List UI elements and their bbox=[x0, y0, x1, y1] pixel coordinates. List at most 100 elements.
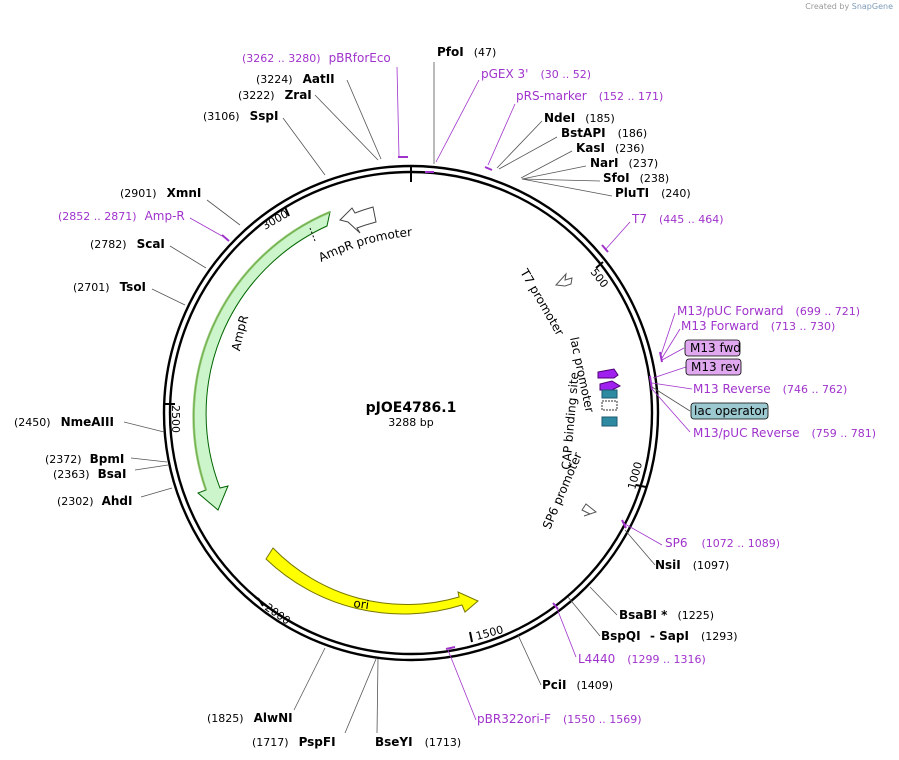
lac-site-box-1[interactable] bbox=[601, 389, 618, 399]
primer-pbr322ori-f[interactable]: pBR322ori-F(1550 .. 1569) bbox=[477, 712, 642, 726]
enzyme-pspfi[interactable]: (1717)PspFI bbox=[252, 735, 336, 749]
enzyme-position: (237) bbox=[629, 157, 659, 170]
enzyme-name: NdeI bbox=[544, 111, 575, 125]
t7-promoter-arrow[interactable] bbox=[554, 272, 573, 287]
enzyme-ahdi[interactable]: (2302)AhdI bbox=[57, 494, 132, 508]
enzyme-name: BsaI bbox=[98, 467, 127, 481]
primer-name: L4440 bbox=[578, 652, 615, 666]
leader-m13-fwd bbox=[661, 328, 681, 359]
backbone bbox=[162, 164, 660, 662]
enzyme-tsoi[interactable]: (2701)TsoI bbox=[73, 280, 146, 294]
site-box-m13-fwd[interactable] bbox=[684, 339, 741, 357]
enzyme-position: (2302) bbox=[57, 495, 94, 508]
leader-sp6 bbox=[624, 523, 663, 546]
enzyme-pcii[interactable]: PciI(1409) bbox=[542, 678, 613, 692]
enzyme-bsabi[interactable]: BsaBI *(1225) bbox=[619, 608, 714, 622]
enzyme-name: BseYI bbox=[375, 735, 413, 749]
leader-scai bbox=[169, 245, 207, 269]
sp6-promoter-arrow[interactable] bbox=[581, 503, 598, 517]
enzyme-position: (186) bbox=[618, 127, 648, 140]
enzyme-scai[interactable]: (2782)ScaI bbox=[90, 237, 165, 251]
enzyme-pfoi[interactable]: PfoI(47) bbox=[437, 45, 496, 59]
enzyme-xmni[interactable]: (2901)XmnI bbox=[120, 186, 201, 200]
enzyme-position: (240) bbox=[661, 187, 691, 200]
enzyme-labels: PfoI(47) NdeI(185) BstAPI (186) KasI(236)… bbox=[14, 45, 738, 749]
tick-label-3000: 3000 bbox=[260, 207, 291, 232]
cap-site-box[interactable] bbox=[601, 416, 618, 427]
tick-mark-3000 bbox=[284, 206, 290, 217]
tick-mark-1500 bbox=[469, 631, 473, 643]
enzyme-position: (3222) bbox=[238, 89, 275, 102]
lac-site-arrow-2[interactable] bbox=[599, 380, 622, 391]
primer-mark-pbr322ori[interactable] bbox=[445, 646, 456, 650]
enzyme-bpmi[interactable]: (2372)BpmI bbox=[45, 452, 124, 466]
primer-mark-prs-marker[interactable] bbox=[484, 166, 493, 171]
primer-m13-forward[interactable]: M13 Forward(713 .. 730) bbox=[681, 319, 835, 333]
enzyme-bsai[interactable]: (2363)BsaI bbox=[53, 467, 126, 481]
enzyme-sapi[interactable]: - SapI(1293) bbox=[650, 629, 738, 643]
leader-bsabi bbox=[589, 586, 618, 616]
enzyme-name: BstAPI bbox=[561, 126, 606, 140]
primer-mark-t7[interactable] bbox=[601, 244, 609, 253]
enzyme-sfoi[interactable]: SfoI(238) bbox=[603, 171, 669, 185]
leader-pluti bbox=[521, 178, 613, 197]
primer-l4440[interactable]: L4440 (1299 .. 1316) bbox=[578, 652, 706, 666]
primer-sp6[interactable]: SP6(1072 .. 1089) bbox=[665, 536, 780, 550]
enzyme-bstapi[interactable]: BstAPI (186) bbox=[561, 126, 647, 140]
primer-range: (445 .. 464) bbox=[659, 213, 724, 226]
primer-m13-puc-forward[interactable]: M13/pUC Forward(699 .. 721) bbox=[677, 304, 860, 318]
primer-mark-ampr[interactable] bbox=[221, 234, 230, 242]
enzyme-nmeaiii[interactable]: (2450)NmeAIII bbox=[14, 415, 114, 429]
primer-range: (759 .. 781) bbox=[812, 427, 877, 440]
enzyme-name: BpmI bbox=[90, 452, 125, 466]
leader-m13-rev-box bbox=[652, 366, 687, 379]
primer-t7[interactable]: T7(445 .. 464) bbox=[631, 212, 724, 226]
primer-pgex3[interactable]: pGEX 3'(30 .. 52) bbox=[481, 67, 591, 81]
enzyme-pluti[interactable]: PluTI(240) bbox=[615, 186, 691, 200]
leader-aatii bbox=[346, 79, 382, 160]
enzyme-bseyi[interactable]: BseYI(1713) bbox=[375, 735, 461, 749]
enzyme-name: NsiI bbox=[655, 558, 681, 572]
enzyme-bspqi[interactable]: BspQI bbox=[601, 629, 641, 643]
enzyme-aatii[interactable]: (3224)AatII bbox=[256, 72, 335, 86]
enzyme-kasi[interactable]: KasI(236) bbox=[576, 141, 645, 155]
ori-arrow[interactable] bbox=[265, 547, 479, 615]
lac-site-arrow-1[interactable] bbox=[597, 368, 619, 379]
primer-m13-reverse[interactable]: M13 Reverse(746 .. 762) bbox=[693, 382, 847, 396]
leader-bstapi bbox=[498, 136, 558, 170]
primer-range: (2852 .. 2871) bbox=[58, 210, 137, 223]
primer-m13-puc-reverse[interactable]: M13/pUC Reverse(759 .. 781) bbox=[693, 426, 876, 440]
primer-mark-m13-rev[interactable] bbox=[649, 375, 653, 391]
enzyme-alwni[interactable]: (1825)AlwNI bbox=[207, 711, 293, 725]
enzyme-position: (47) bbox=[474, 46, 497, 59]
primer-name: pBRforEco bbox=[329, 51, 391, 65]
t7-promoter-label: T7 promoter bbox=[517, 266, 567, 338]
enzyme-zrai[interactable]: (3222)ZraI bbox=[238, 88, 312, 102]
primer-range: (1299 .. 1316) bbox=[627, 653, 706, 666]
primer-amp-r[interactable]: (2852 .. 2871) Amp-R bbox=[58, 209, 185, 223]
site-box-lac-operator-label: lac operator bbox=[694, 404, 767, 418]
ampr-label-path: AmpR bbox=[229, 313, 251, 352]
primer-range: (1072 .. 1089) bbox=[702, 537, 781, 550]
primer-mark-m13-puc-fwd[interactable] bbox=[659, 351, 663, 363]
leader-bspqi bbox=[567, 596, 601, 637]
enzyme-name: ScaI bbox=[137, 237, 165, 251]
primer-name: M13/pUC Forward bbox=[677, 304, 784, 318]
primer-pbrforeco[interactable]: (3262 .. 3280)pBRforEco bbox=[242, 51, 391, 65]
enzyme-nari[interactable]: NarI(237) bbox=[590, 156, 658, 170]
enzyme-sspi[interactable]: (3106)SspI bbox=[203, 109, 278, 123]
site-box-m13-rev[interactable] bbox=[685, 358, 742, 376]
enzyme-position: (3106) bbox=[203, 110, 240, 123]
enzyme-name: BsaBI * bbox=[619, 608, 668, 622]
enzyme-position: (2450) bbox=[14, 416, 51, 429]
primer-prs-marker[interactable]: pRS-marker(152 .. 171) bbox=[516, 89, 663, 103]
enzyme-nsii[interactable]: NsiI(1097) bbox=[655, 558, 729, 572]
primer-name: Amp-R bbox=[145, 209, 185, 223]
primer-mark-sp6[interactable] bbox=[621, 519, 627, 529]
lac-promoter-arrow[interactable] bbox=[601, 400, 618, 411]
enzyme-ndei[interactable]: NdeI(185) bbox=[544, 111, 615, 125]
site-box-lac-operator[interactable] bbox=[690, 402, 769, 420]
leader-m13-fwd-box bbox=[661, 347, 685, 361]
enzyme-position: (1825) bbox=[207, 712, 244, 725]
ampr-promoter-arrow[interactable] bbox=[339, 206, 377, 234]
